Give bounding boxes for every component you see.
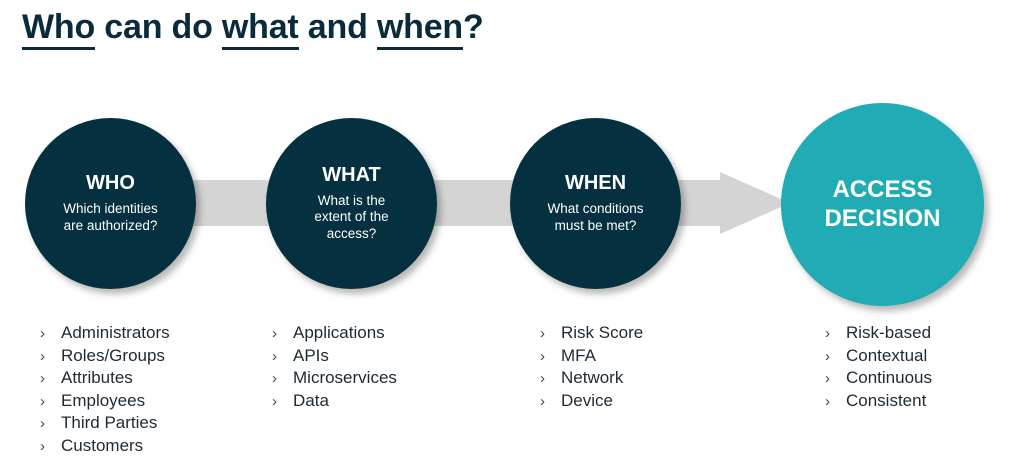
node-circle-who[interactable]: WHO Which identities are authorized? — [25, 118, 196, 289]
node-subtitle-line: must be met? — [554, 217, 637, 233]
list-item: › Risk Score — [540, 322, 643, 345]
title-text: ? — [463, 8, 484, 46]
list-item: › APIs — [272, 345, 397, 368]
title-text: and — [298, 8, 377, 46]
chevron-right-icon: › — [272, 347, 277, 365]
chevron-right-icon: › — [40, 437, 45, 455]
bullet-list-who: ›Administrators›Roles/Groups›Attributes›… — [40, 322, 170, 457]
node-subtitle-what: What is the extent of the access? — [296, 193, 406, 242]
node-title-what: WHAT — [322, 163, 381, 186]
list-item: › Third Parties — [40, 412, 170, 435]
node-title-line: ACCESS — [832, 176, 933, 204]
page-title: Who can do what and when? — [22, 8, 484, 50]
node-subtitle-line: Which identities — [63, 201, 158, 217]
chevron-right-icon: › — [540, 325, 545, 342]
list-item-label: Continuous — [846, 368, 933, 387]
list-item: › Risk-based — [825, 322, 932, 345]
title-underlined-word: when — [376, 8, 463, 50]
chevron-right-icon: › — [540, 392, 545, 410]
list-item-label: Consistent — [846, 390, 927, 410]
list-item: › Consistent — [825, 390, 932, 413]
list-item-label: Contextual — [846, 345, 928, 365]
list-item-label: Network — [561, 368, 624, 387]
chevron-right-icon: › — [825, 370, 830, 387]
list-item: › Employees — [40, 390, 170, 413]
node-subtitle-line: What is the — [317, 192, 386, 208]
chevron-right-icon: › — [272, 370, 277, 387]
chevron-right-icon: › — [40, 370, 45, 387]
list-item-label: Attributes — [61, 368, 133, 387]
list-item-label: Device — [561, 390, 613, 410]
chevron-right-icon: › — [40, 415, 45, 432]
list-item: › Customers — [40, 435, 170, 458]
title-underlined-word: Who — [22, 8, 95, 50]
node-title-access-decision: ACCESS DECISION — [824, 176, 940, 233]
title-underlined-word: what — [221, 8, 299, 50]
list-item: › Network — [540, 367, 643, 390]
list-item: › Device — [540, 390, 643, 413]
node-circle-when[interactable]: WHEN What conditions must be met? — [510, 118, 681, 289]
node-circle-access-decision[interactable]: ACCESS DECISION — [781, 103, 984, 306]
bullet-list-when: › Risk Score › MFA › Network › Device — [540, 322, 643, 412]
list-item: › Continuous — [825, 367, 932, 390]
chevron-right-icon: › — [540, 347, 545, 365]
list-item-label: Applications — [293, 323, 385, 342]
chevron-right-icon: › — [825, 347, 830, 365]
node-title-line: DECISION — [824, 204, 941, 232]
bullet-list-access: › Risk-based › Contextual › Continuous › Consis… — [825, 322, 932, 412]
list-item: › Microservices — [272, 367, 397, 390]
list-item: › Applications — [272, 322, 397, 345]
node-title-when: WHEN — [564, 172, 627, 195]
chevron-right-icon: › — [540, 370, 545, 387]
list-item-label: Administrators — [61, 323, 170, 342]
list-item-label: Customers — [61, 435, 144, 455]
list-item-label: Risk Score — [561, 323, 644, 342]
node-subtitle-line: are authorized? — [63, 217, 158, 233]
list-item-label: APIs — [293, 345, 329, 365]
chevron-right-icon: › — [40, 347, 45, 365]
list-item-label: Roles/Groups — [61, 345, 165, 365]
list-item-label: Employees — [61, 390, 146, 410]
node-circle-what[interactable]: WHAT What is the extent of the access? — [266, 118, 437, 289]
list-item: › Contextual — [825, 345, 932, 368]
node-subtitle-who: Which identities are authorized? — [45, 201, 176, 234]
bullet-list-what: › Applications › APIs › Microservices › Data — [272, 322, 397, 412]
list-item: › Data — [272, 390, 397, 413]
node-title-who: WHO — [86, 172, 135, 195]
chevron-right-icon: › — [272, 392, 277, 410]
list-item-label: Data — [293, 390, 329, 410]
node-subtitle-when: What conditions must be met? — [529, 201, 661, 234]
list-item-label: MFA — [561, 345, 596, 365]
list-item: › Attributes — [40, 367, 170, 390]
node-subtitle-line: extent of the — [314, 209, 389, 225]
chevron-right-icon: › — [825, 325, 830, 342]
title-text: can do — [95, 8, 222, 46]
chevron-right-icon: › — [825, 392, 830, 410]
chevron-right-icon: › — [40, 325, 45, 342]
chevron-right-icon: › — [272, 325, 277, 342]
chevron-right-icon: › — [40, 392, 45, 410]
node-subtitle-line: What conditions — [547, 201, 644, 217]
list-item-label: Microservices — [293, 368, 397, 387]
list-item-label: Risk-based — [846, 323, 932, 342]
list-item: › Roles/Groups — [40, 345, 170, 368]
list-item: › Administrators — [40, 322, 170, 345]
list-item: › MFA — [540, 345, 643, 368]
node-subtitle-line: access? — [326, 225, 377, 241]
list-item-label: Third Parties — [61, 413, 158, 432]
